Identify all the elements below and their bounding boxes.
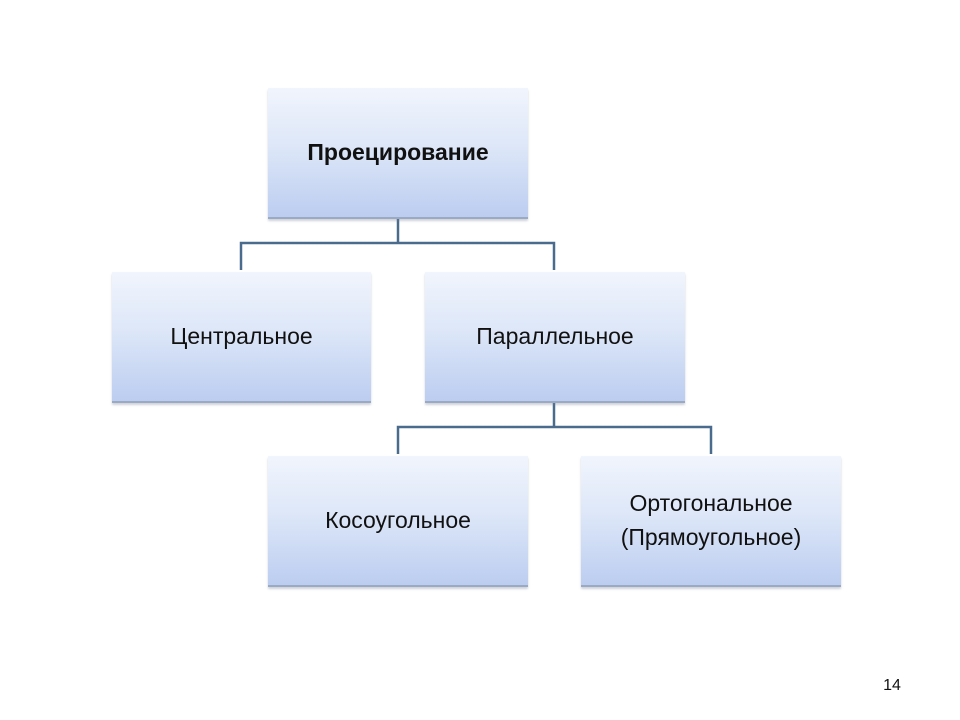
node-parallel: Параллельное bbox=[425, 272, 685, 403]
connector-parallel-children bbox=[396, 403, 713, 454]
node-central: Центральное bbox=[112, 272, 371, 403]
node-orthogonal: Ортогональное (Прямоугольное) bbox=[581, 456, 841, 587]
node-parallel-label: Параллельное bbox=[476, 322, 634, 349]
node-projection-label: Проецирование bbox=[307, 138, 489, 165]
node-projection: Проецирование bbox=[268, 88, 528, 219]
page-number: 14 bbox=[883, 677, 901, 694]
node-orthogonal-label: Ортогональное (Прямоугольное) bbox=[620, 490, 802, 550]
connector-projection-children bbox=[239, 219, 556, 270]
node-oblique-label: Косоугольное bbox=[325, 506, 471, 533]
node-central-label: Центральное bbox=[170, 322, 313, 349]
node-oblique: Косоугольное bbox=[268, 456, 528, 587]
